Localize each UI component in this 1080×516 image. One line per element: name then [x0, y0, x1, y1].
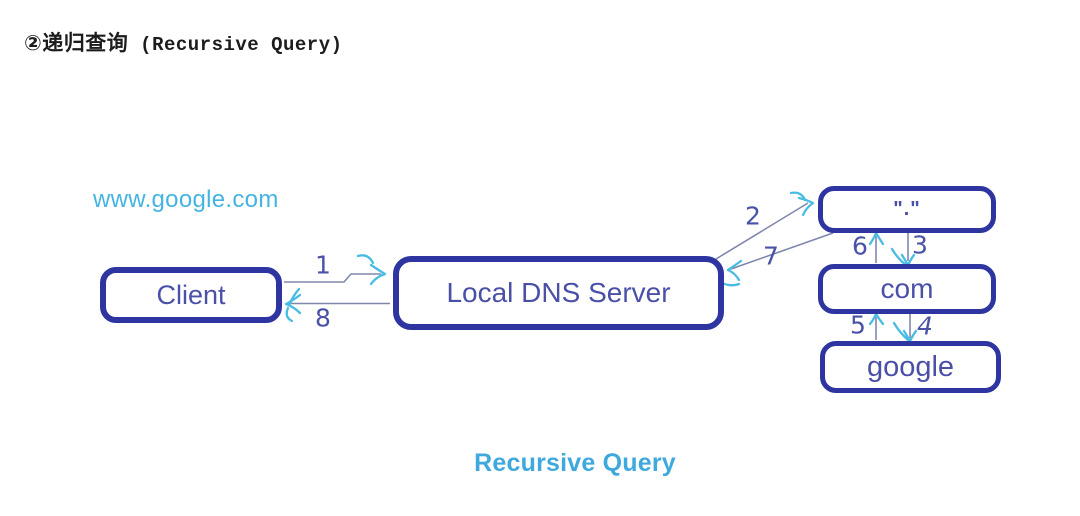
node-local-dns-server-label: Local DNS Server — [446, 277, 671, 308]
step-4-number: 4 — [917, 311, 933, 341]
step-2-arrowhead-icon — [797, 196, 815, 217]
step-7-line — [730, 232, 834, 270]
step-4-connector — [892, 314, 918, 343]
step-5-connector — [868, 312, 885, 340]
node-google-server-label: google — [866, 350, 955, 383]
page-title-cjk: ②递归查询 — [24, 31, 129, 55]
step-6-arrowhead-icon — [868, 231, 885, 246]
step-1-connector — [284, 254, 387, 286]
step-8-arrow-squiggle-icon — [285, 306, 294, 323]
step-1-arrow-curl-icon — [356, 254, 375, 265]
step-8-arrow-slash-icon — [287, 287, 301, 307]
step-1-arrowhead-icon — [369, 263, 387, 286]
node-client-label: Client — [156, 279, 226, 310]
page-title: ②递归查询 (Recursive Query) — [24, 27, 343, 57]
node-local-dns-server: Local DNS Server — [393, 256, 724, 330]
step-3-arrow-swoosh-icon — [890, 247, 908, 267]
step-2-number: 2 — [745, 201, 761, 231]
step-3-connector — [890, 233, 916, 267]
step-1-line — [284, 273, 381, 283]
node-root-server: "." — [818, 186, 996, 233]
step-6-connector — [868, 231, 885, 263]
node-client: Client — [100, 267, 282, 323]
step-7-arrowhead-icon — [726, 259, 743, 282]
node-com-server-label: com — [880, 273, 934, 304]
step-2-line — [715, 202, 809, 260]
step-8-connector — [284, 287, 390, 323]
step-8-number: 8 — [315, 303, 331, 333]
page-title-en: (Recursive Query) — [128, 34, 343, 56]
node-com-server: com — [818, 264, 996, 314]
step-5-arrowhead-icon — [868, 312, 885, 326]
step-4-arrow-swoosh-icon — [892, 321, 910, 342]
step-8-arrowhead-icon — [284, 293, 302, 315]
node-root-server-label: "." — [893, 198, 921, 220]
step-7-number: 7 — [763, 241, 779, 271]
step-3-number: 3 — [912, 230, 928, 260]
step-6-number: 6 — [852, 231, 868, 261]
step-2-arrow-curl-icon — [789, 191, 807, 202]
query-domain-label: www.google.com — [93, 186, 279, 213]
node-google-server: google — [820, 341, 1001, 393]
step-1-number: 1 — [315, 250, 331, 280]
step-7-arrow-dash-icon — [720, 281, 741, 287]
diagram-caption: Recursive Query — [474, 449, 676, 477]
step-5-number: 5 — [850, 310, 866, 340]
step-4-arrowhead-icon — [902, 329, 918, 343]
